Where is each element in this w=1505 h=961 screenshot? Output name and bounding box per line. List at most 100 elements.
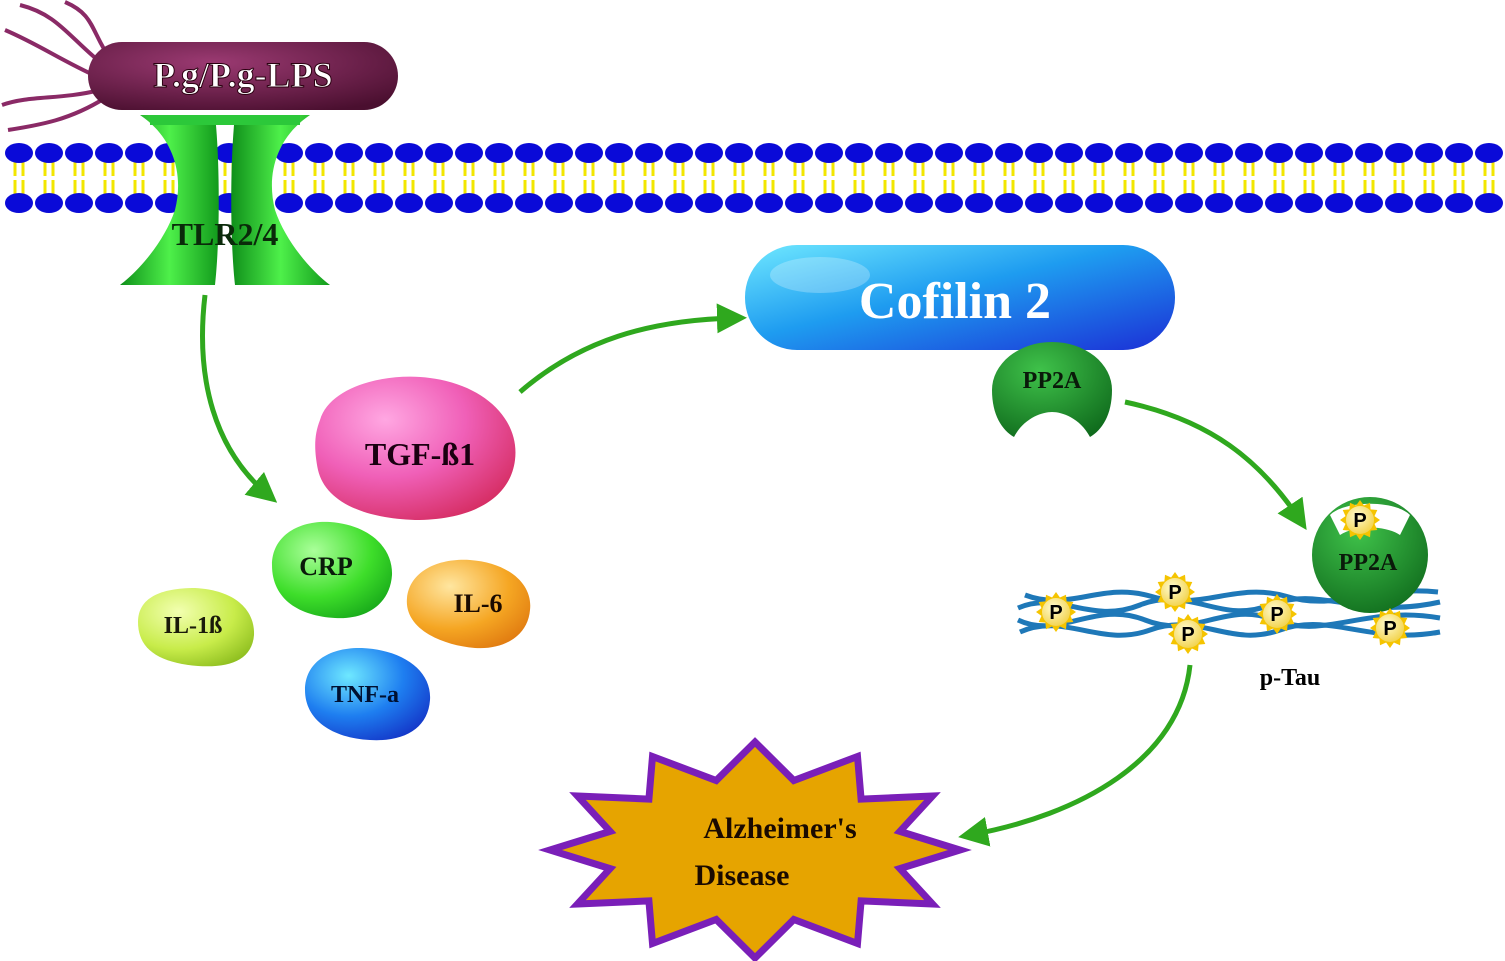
phosphate-circle — [1161, 578, 1189, 606]
lipid-head — [1325, 193, 1353, 213]
tnfa-label: TNF-a — [331, 682, 399, 708]
lipid-head — [1055, 193, 1083, 213]
lipid-head — [1055, 143, 1083, 163]
lipid-head — [305, 193, 333, 213]
lipid-head — [515, 193, 543, 213]
lipid-head — [785, 143, 813, 163]
cytokine-crp: CRP — [272, 521, 393, 619]
lipid-head — [1265, 193, 1293, 213]
tlr-receptor: TLR2/4 — [120, 115, 330, 285]
phosphate-label: P — [1353, 510, 1366, 532]
lipid-head — [5, 143, 33, 163]
lipid-head — [1325, 143, 1353, 163]
alzheimers-disease-burst: Alzheimer's Disease — [538, 737, 972, 961]
pp2a-bound-label: PP2A — [1339, 550, 1398, 576]
lipid-head — [545, 143, 573, 163]
lipid-head — [1295, 143, 1323, 163]
lipid-head — [125, 143, 153, 163]
lipid-head — [815, 193, 843, 213]
phosphate-label: P — [1270, 604, 1283, 626]
lipid-head — [305, 143, 333, 163]
lipid-head — [95, 193, 123, 213]
lipid-head — [1085, 143, 1113, 163]
lipid-head — [95, 143, 123, 163]
lipid-head — [65, 193, 93, 213]
lipid-head — [695, 143, 723, 163]
phosphate-label: P — [1383, 618, 1396, 640]
lipid-head — [485, 193, 513, 213]
lipid-head — [725, 143, 753, 163]
bacterium: P.g/P.g-LPS — [88, 42, 398, 110]
lipid-head — [1415, 193, 1443, 213]
lipid-head — [965, 193, 993, 213]
lipid-head — [335, 193, 363, 213]
lipid-head — [815, 143, 843, 163]
lipid-head — [395, 143, 423, 163]
lipid-head — [695, 193, 723, 213]
lipid-head — [425, 193, 453, 213]
lipid-head — [545, 193, 573, 213]
arrows — [200, 294, 1307, 847]
lipid-head — [575, 143, 603, 163]
lipid-head — [1355, 143, 1383, 163]
phosphate-group: P — [1340, 500, 1380, 540]
phosphate-group: P — [1257, 594, 1297, 634]
phosphate-label: P — [1049, 602, 1062, 624]
lipid-head — [1385, 143, 1413, 163]
lipid-head — [365, 193, 393, 213]
phosphate-circle — [1042, 598, 1070, 626]
arrow-tgf-to-cofilin — [518, 303, 747, 394]
cytokine-il6: IL-6 — [406, 559, 531, 649]
lipid-head — [1475, 193, 1503, 213]
lipid-head — [725, 193, 753, 213]
lipid-head — [1025, 193, 1053, 213]
lipid-head — [1205, 193, 1233, 213]
lipid-head — [1235, 193, 1263, 213]
receptor-label: TLR2/4 — [172, 216, 279, 252]
lipid-head — [965, 143, 993, 163]
lipid-head — [1205, 143, 1233, 163]
arrow-tau-to-disease — [958, 664, 1193, 847]
lipid-head — [785, 193, 813, 213]
lipid-head — [905, 143, 933, 163]
lipid-head — [515, 143, 543, 163]
lipid-head — [125, 193, 153, 213]
tgf-label: TGF-ß1 — [365, 436, 475, 472]
lipid-head — [935, 143, 963, 163]
lipid-head — [995, 193, 1023, 213]
lipid-head — [365, 143, 393, 163]
lipid-head — [1415, 143, 1443, 163]
lipid-head — [605, 193, 633, 213]
lipid-head — [335, 143, 363, 163]
pp2a-enzyme: PP2A — [992, 342, 1112, 437]
lipid-head — [1145, 193, 1173, 213]
phosphate-circle — [1376, 614, 1404, 642]
lipid-head — [1295, 193, 1323, 213]
bacterium-label: P.g/P.g-LPS — [153, 55, 332, 95]
phosphate-label: P — [1181, 624, 1194, 646]
disease-label-line2: Disease — [695, 859, 790, 892]
lipid-head — [35, 143, 63, 163]
lipid-head — [455, 143, 483, 163]
lipid-head — [1175, 193, 1203, 213]
cofilin-label: Cofilin 2 — [859, 273, 1051, 330]
lipid-head — [1445, 143, 1473, 163]
lipid-head — [605, 143, 633, 163]
lipid-head — [455, 193, 483, 213]
lipid-head — [1115, 143, 1143, 163]
phosphate-circle — [1174, 620, 1202, 648]
lipid-head — [395, 193, 423, 213]
lipid-head — [1235, 143, 1263, 163]
cofilin-2: Cofilin 2 — [745, 245, 1175, 350]
ptau-label: p-Tau — [1260, 665, 1321, 691]
lipid-head — [845, 193, 873, 213]
lipid-head — [875, 193, 903, 213]
lipid-head — [635, 143, 663, 163]
pp2a-label: PP2A — [1023, 368, 1082, 394]
phosphate-group: P — [1155, 572, 1195, 612]
il1b-label: IL-1ß — [164, 613, 223, 639]
lipid-head — [1145, 143, 1173, 163]
lipid-head — [665, 143, 693, 163]
lipid-head — [665, 193, 693, 213]
lipid-head — [1445, 193, 1473, 213]
